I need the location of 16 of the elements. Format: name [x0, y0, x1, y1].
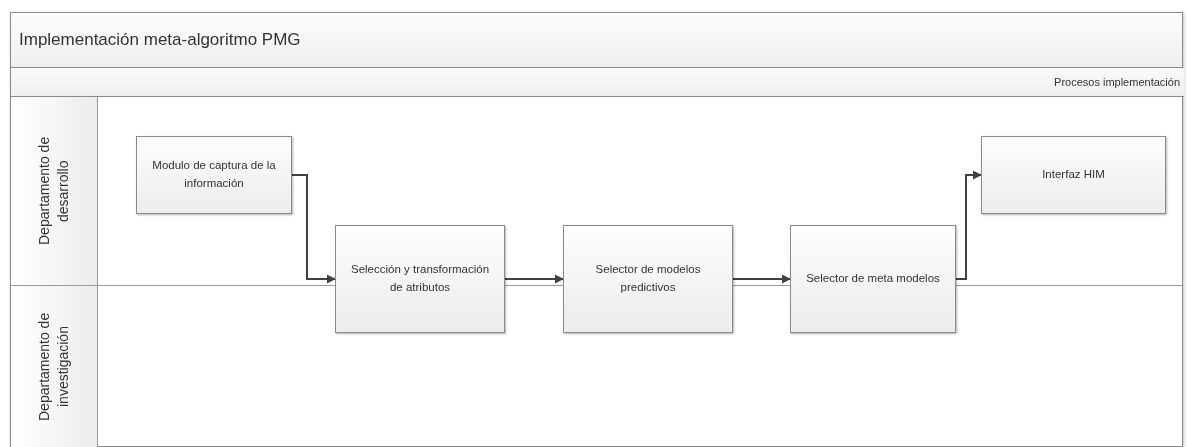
pool-frame: [10, 12, 1183, 447]
process-box: Interfaz HIM: [981, 136, 1166, 214]
swimlane-header: [11, 286, 98, 447]
process-box: Selector de meta modelos: [790, 225, 956, 333]
lane-label: Departamento de investigación: [35, 311, 72, 424]
arrow: [732, 274, 791, 284]
phase-header: Procesos implementación: [11, 68, 1184, 97]
pool-title: Implementación meta-algoritmo PMG: [11, 13, 1182, 68]
arrow: [504, 274, 564, 284]
arrow: [291, 174, 336, 284]
lane-label: Departamento de desarrollo: [35, 135, 72, 248]
process-box: Modulo de captura de la información: [136, 136, 292, 214]
swimlane-header: [11, 97, 98, 286]
process-box: Selección y transformación de atributos: [335, 225, 505, 333]
arrow: [955, 170, 982, 280]
process-box: Selector de modelos predictivos: [563, 225, 733, 333]
